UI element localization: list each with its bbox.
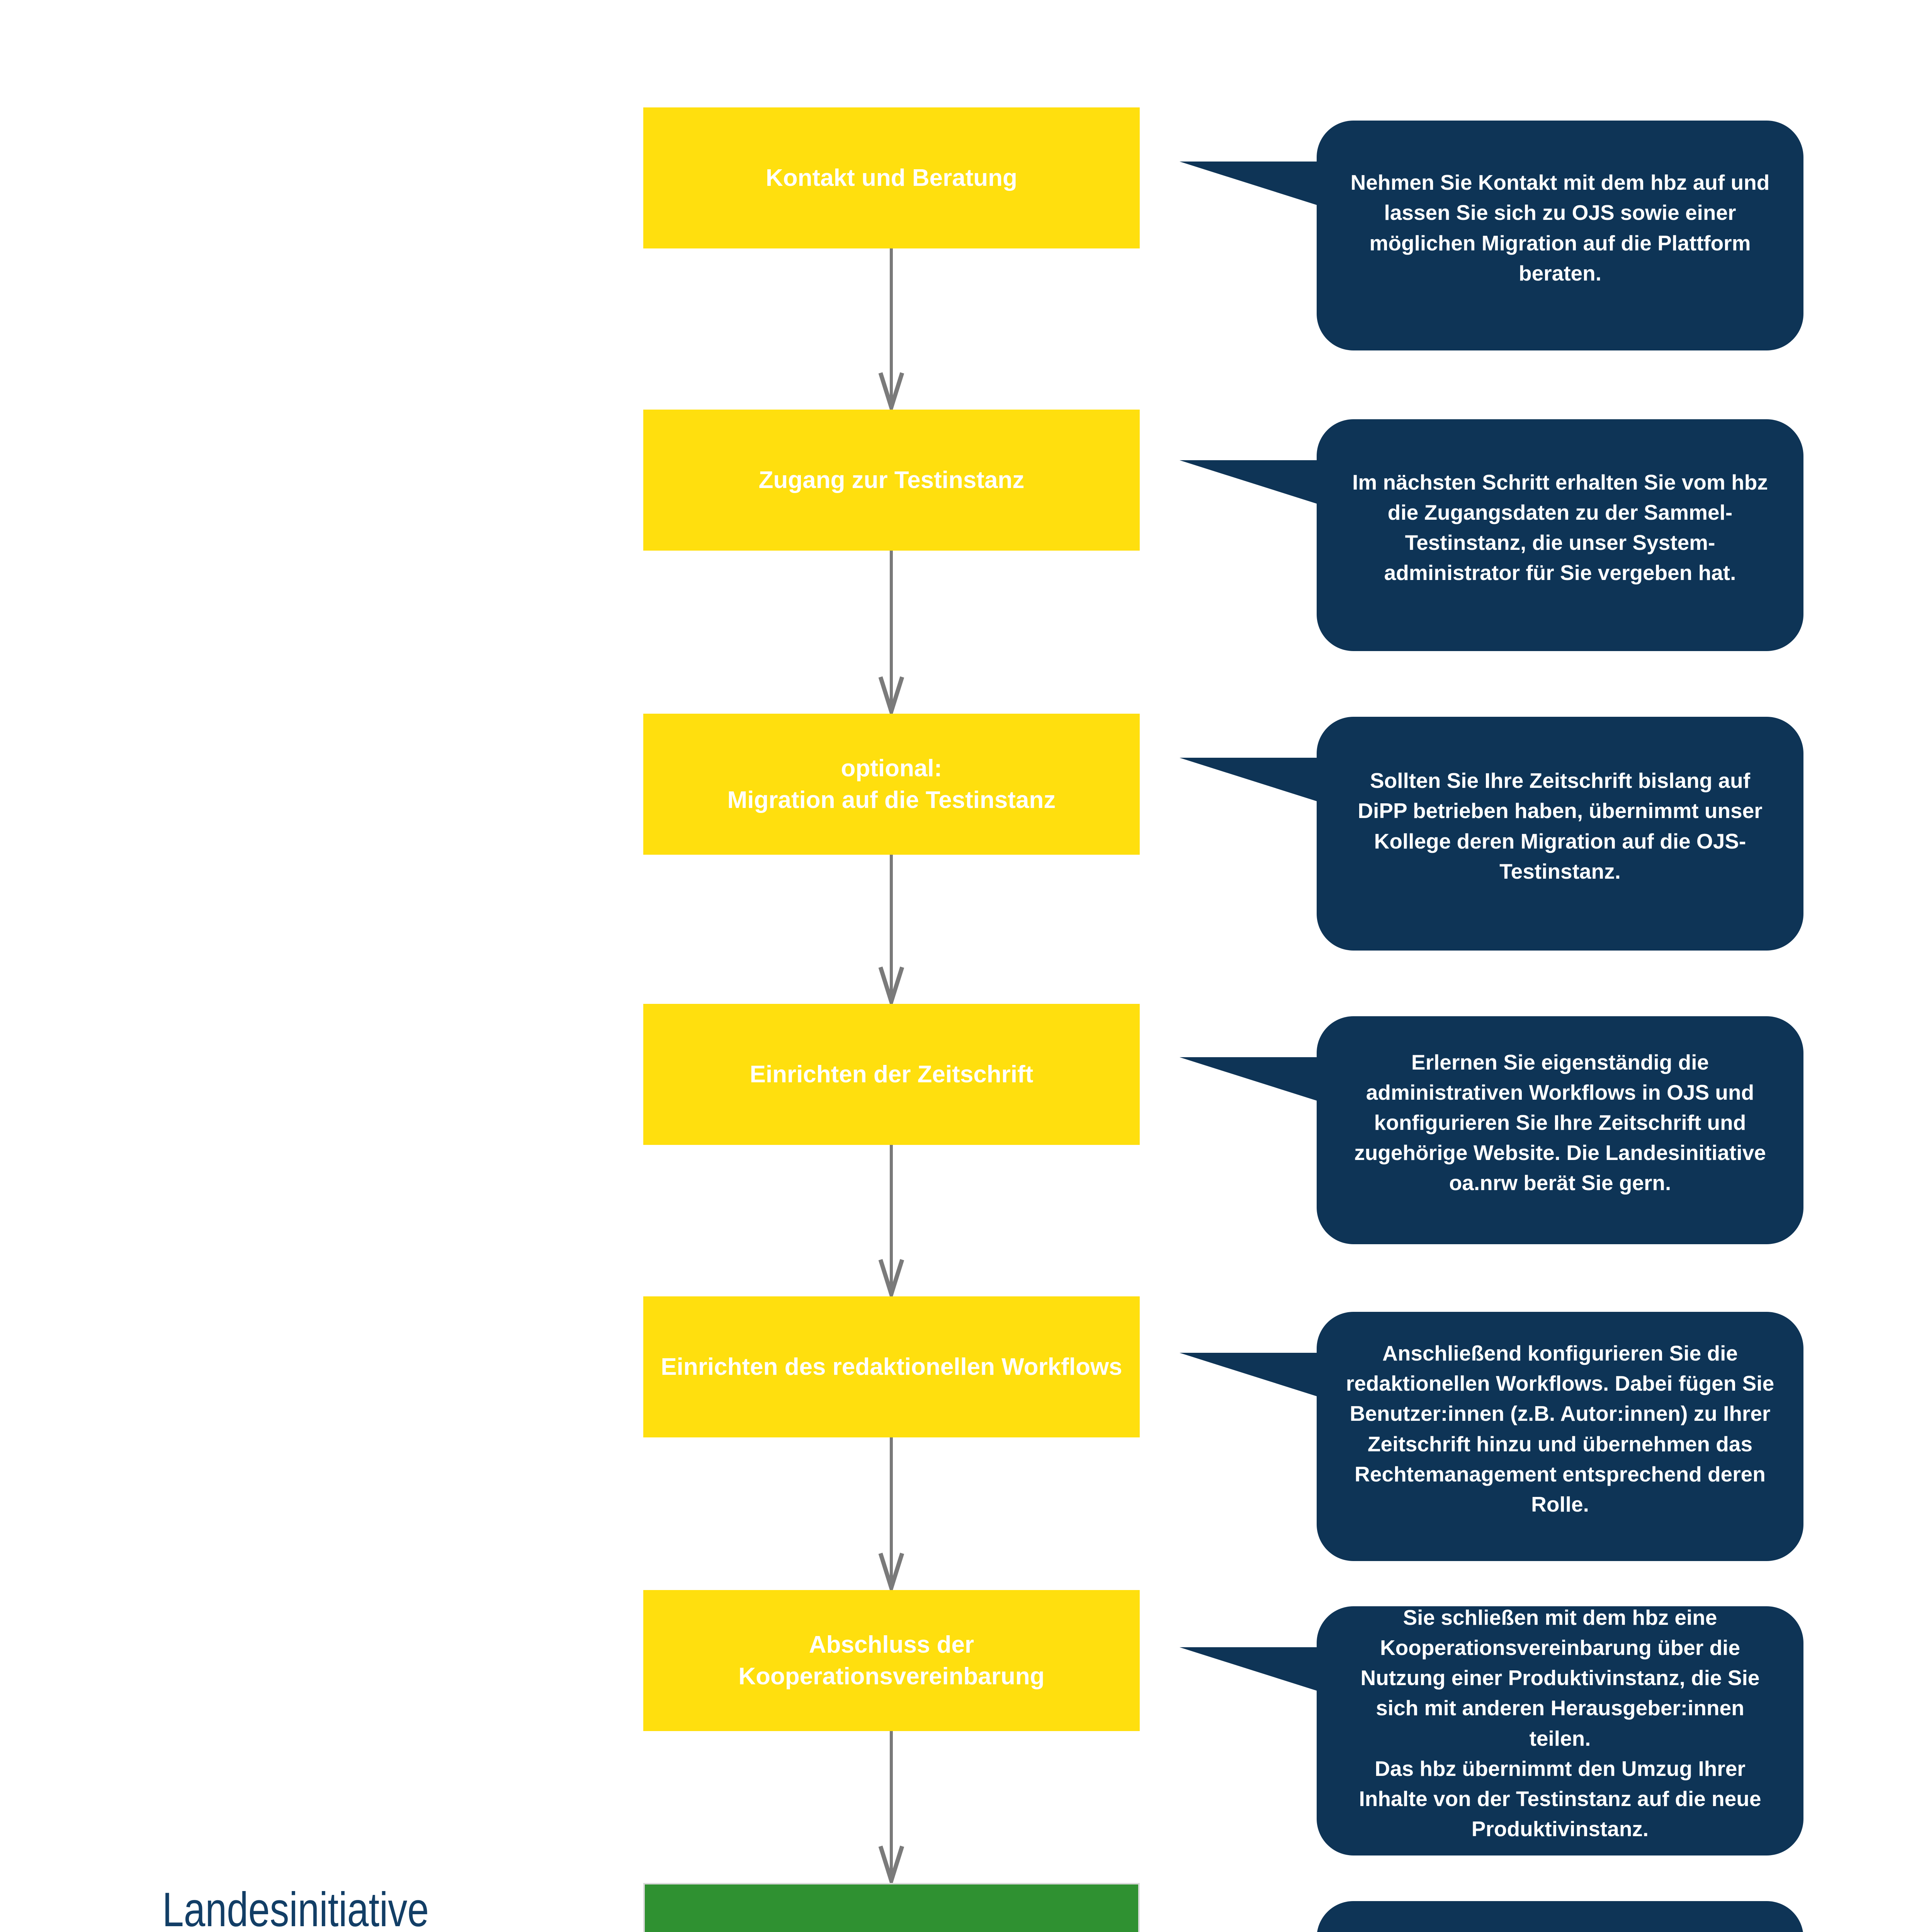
step-label-2: Zugang zur Testinstanz bbox=[758, 466, 1025, 493]
oa-nrw-logo: Landesinitiative .nrw open access bbox=[162, 1883, 429, 1932]
arrowhead-icon bbox=[878, 676, 904, 714]
callout-tail-shape bbox=[1180, 460, 1319, 504]
callout-tail-3 bbox=[1180, 758, 1319, 802]
flow-arrow-6 bbox=[878, 1731, 904, 1883]
callout-tail-shape bbox=[1180, 162, 1319, 206]
flow-step-box-6: Abschluss der Kooperationsvereinbarung bbox=[643, 1590, 1140, 1731]
callout-text-2: Im nächsten Schritt erhalten Sie vom hbz… bbox=[1352, 470, 1768, 585]
arrowhead-icon bbox=[878, 1259, 904, 1296]
callout-bubble-5: Anschließend konfigurieren Sie die redak… bbox=[1317, 1312, 1803, 1561]
arrowhead-icon bbox=[878, 372, 904, 410]
callout-text-6: Sie schließen mit dem hbz eine Kooperati… bbox=[1359, 1605, 1761, 1841]
callout-bubble-7: Das Onboarding ist nun abgeschlossen und… bbox=[1317, 1901, 1803, 1932]
flow-arrow-5 bbox=[878, 1437, 904, 1590]
flow-arrow-3 bbox=[878, 855, 904, 1004]
callout-tail-5 bbox=[1180, 1353, 1319, 1397]
callout-bubble-1: Nehmen Sie Kontakt mit dem hbz auf und l… bbox=[1317, 121, 1803, 350]
callout-tail-6 bbox=[1180, 1647, 1319, 1691]
step-label-1: Kontakt und Beratung bbox=[766, 164, 1017, 191]
flow-step-box-1: Kontakt und Beratung bbox=[643, 107, 1140, 248]
callout-tail-1 bbox=[1180, 162, 1319, 206]
flow-step-box-4: Einrichten der Zeitschrift bbox=[643, 1004, 1140, 1145]
step-label-5: Einrichten des redaktionellen Workflows bbox=[661, 1353, 1122, 1380]
callout-tail-shape bbox=[1180, 1647, 1319, 1691]
callout-tail-2 bbox=[1180, 460, 1319, 504]
callout-tail-shape bbox=[1180, 758, 1319, 802]
flow-step-box-5: Einrichten des redaktionellen Workflows bbox=[643, 1296, 1140, 1437]
flow-arrow-2 bbox=[878, 551, 904, 714]
step-label-4: Einrichten der Zeitschrift bbox=[750, 1061, 1033, 1088]
step-label-3: optional: Migration auf die Testinstanz bbox=[727, 755, 1056, 813]
callout-text-1: Nehmen Sie Kontakt mit dem hbz auf und l… bbox=[1350, 170, 1770, 285]
step-label-6: Abschluss der Kooperationsvereinbarung bbox=[738, 1631, 1045, 1690]
callout-bubble-4: Erlernen Sie eigenständig die administra… bbox=[1317, 1016, 1803, 1244]
callout-tail-shape bbox=[1180, 1057, 1319, 1101]
callout-text-3: Sollten Sie Ihre Zeitschrift bislang auf… bbox=[1358, 769, 1763, 883]
flow-step-box-7-final: Betrieb der Zeitschrift bbox=[643, 1883, 1140, 1932]
callout-bubble-3: Sollten Sie Ihre Zeitschrift bislang auf… bbox=[1317, 717, 1803, 951]
callout-text-5: Anschließend konfigurieren Sie die redak… bbox=[1346, 1341, 1774, 1516]
flow-step-box-3: optional: Migration auf die Testinstanz bbox=[643, 714, 1140, 855]
arrowhead-icon bbox=[878, 1553, 904, 1590]
flow-step-box-2: Zugang zur Testinstanz bbox=[643, 410, 1140, 551]
flow-arrow-4 bbox=[878, 1145, 904, 1296]
callout-bubble-2: Im nächsten Schritt erhalten Sie vom hbz… bbox=[1317, 419, 1803, 651]
callout-bubble-6: Sie schließen mit dem hbz eine Kooperati… bbox=[1317, 1605, 1803, 1855]
arrowhead-icon bbox=[878, 966, 904, 1004]
flow-arrow-1 bbox=[878, 248, 904, 410]
callout-tail-4 bbox=[1180, 1057, 1319, 1101]
callout-tail-shape bbox=[1180, 1353, 1319, 1397]
callout-text-4: Erlernen Sie eigenständig die administra… bbox=[1354, 1050, 1766, 1195]
arrowhead-icon bbox=[878, 1845, 904, 1883]
logo-landesinitiative-text: Landesinitiative bbox=[162, 1883, 429, 1932]
